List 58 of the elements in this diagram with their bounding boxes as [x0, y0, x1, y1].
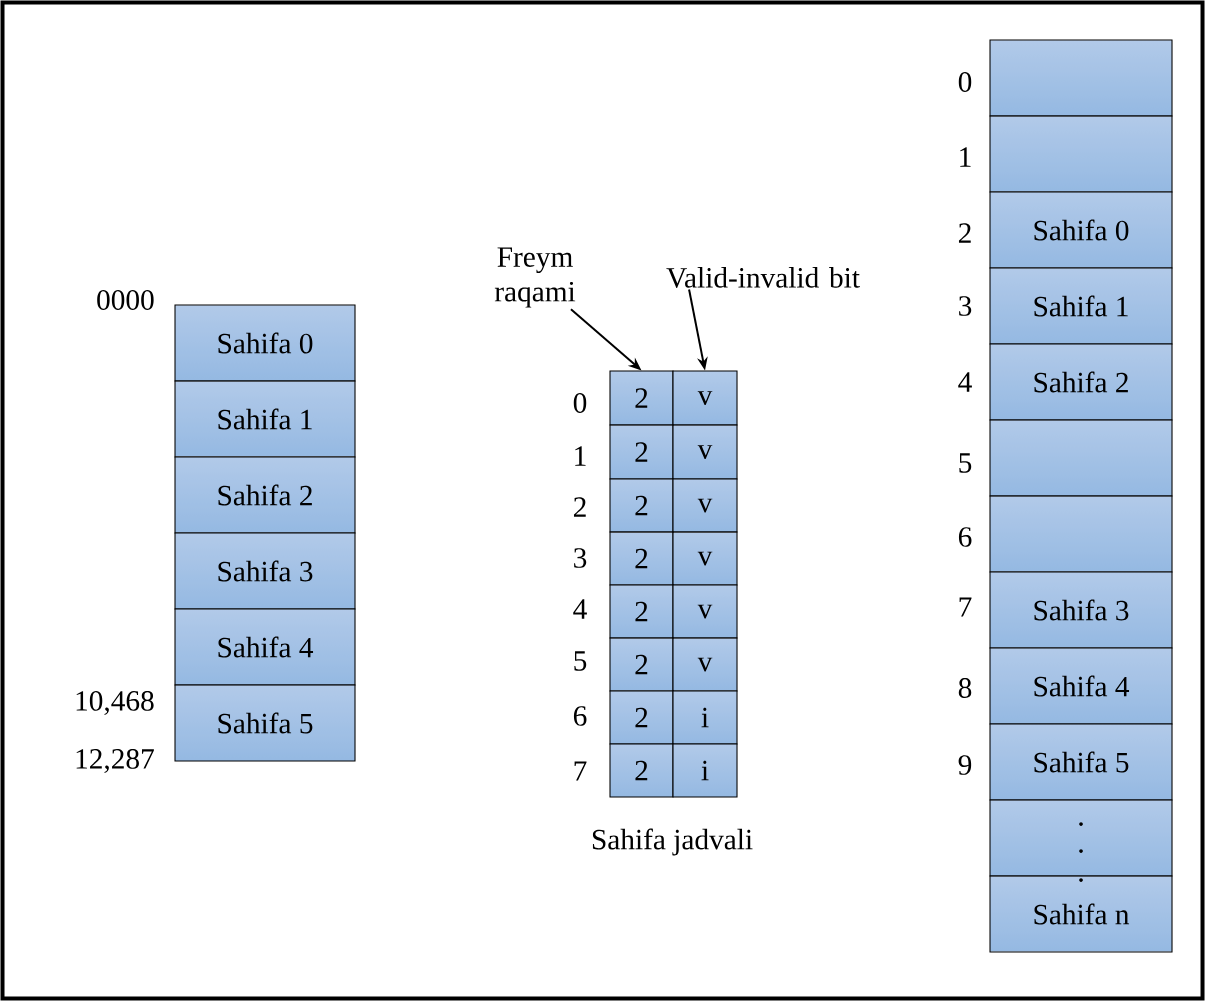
- row-number: 6: [573, 706, 587, 726]
- memory-block: Sahifa 3: [174, 532, 356, 610]
- caption: Sahifa jadvali: [592, 828, 753, 856]
- annotation-text: Valid-invalid bit: [666, 267, 860, 288]
- table-cell: 2: [609, 584, 674, 639]
- table-cell: 2: [609, 370, 674, 426]
- row-number: 4: [958, 372, 972, 392]
- table-cell: 2: [609, 478, 674, 533]
- row-number: 1: [575, 446, 586, 466]
- row-number: 3: [574, 548, 587, 568]
- table-cell: v: [672, 478, 738, 533]
- row-number: 2: [959, 223, 971, 243]
- memory-block: Sahifa n: [989, 875, 1173, 953]
- memory-block: Sahifa 0: [174, 304, 356, 382]
- table-cell: v: [672, 637, 738, 692]
- row-number: 2: [573, 497, 586, 517]
- table-cell: v: [672, 584, 738, 639]
- memory-block: Sahifa 2: [989, 343, 1173, 421]
- row-number: 7: [959, 597, 972, 617]
- address-label: 10,468: [76, 691, 154, 716]
- table-cell: 2: [609, 690, 674, 745]
- memory-block: Sahifa 4: [174, 608, 356, 686]
- row-number: 6: [958, 527, 972, 547]
- memory-block: [989, 115, 1173, 193]
- memory-block: Sahifa 0: [989, 191, 1173, 269]
- table-cell: 2: [609, 424, 674, 480]
- annotation-text: Freym raqami: [494, 247, 576, 308]
- row-number: 3: [959, 296, 972, 316]
- table-cell: v: [672, 531, 738, 586]
- row-number: 0: [573, 393, 587, 413]
- table-cell: v: [672, 424, 738, 480]
- table-cell: v: [672, 370, 738, 426]
- row-number: 5: [959, 453, 972, 473]
- row-number: 9: [958, 755, 972, 775]
- memory-block: [989, 419, 1173, 497]
- memory-block: Sahifa 3: [989, 571, 1173, 649]
- memory-block: Sahifa 4: [989, 647, 1173, 725]
- table-cell: i: [672, 690, 738, 745]
- table-cell: 2: [609, 743, 674, 798]
- row-number: 0: [958, 72, 972, 92]
- table-cell: i: [672, 743, 738, 798]
- memory-block: [989, 495, 1173, 573]
- memory-block: Sahifa 1: [174, 380, 356, 458]
- row-number: 4: [573, 599, 587, 619]
- table-cell: 2: [609, 531, 674, 586]
- memory-block: [989, 799, 1173, 877]
- address-label: 12,287: [76, 749, 154, 774]
- memory-block: Sahifa 1: [989, 267, 1173, 345]
- row-number: 5: [574, 651, 587, 671]
- table-cell: 2: [609, 637, 674, 692]
- row-number: 8: [958, 678, 972, 698]
- memory-block: [989, 39, 1173, 117]
- memory-block: Sahifa 2: [174, 456, 356, 534]
- row-number: 1: [960, 147, 971, 167]
- row-number: 7: [574, 761, 587, 781]
- memory-block: Sahifa 5: [174, 684, 356, 762]
- memory-block: Sahifa 5: [989, 723, 1173, 801]
- address-label: 0000: [97, 290, 154, 310]
